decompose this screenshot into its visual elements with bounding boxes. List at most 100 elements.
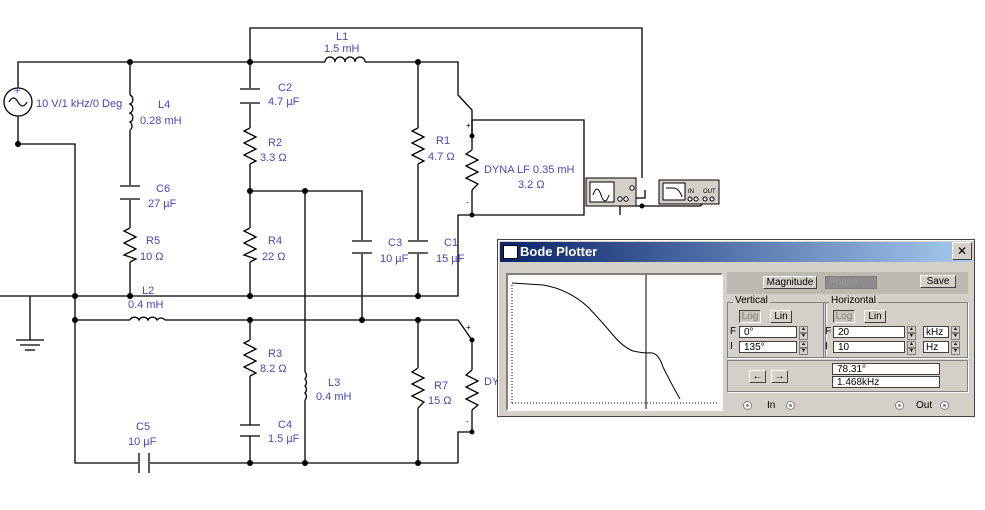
vertical-lin-button[interactable]: Lin [770, 310, 792, 323]
readout-group [727, 360, 968, 392]
horizontal-initial-unit-spinner[interactable]: ▲▼ [951, 341, 960, 355]
horizontal-initial-spinner[interactable]: ▲▼ [907, 341, 916, 355]
r2-resistor[interactable] [242, 127, 258, 165]
bode-plot-screen[interactable] [506, 273, 723, 411]
svg-text:-: - [466, 198, 469, 207]
r7-label: R7 [434, 380, 448, 392]
r5-value: 10 Ω [140, 251, 164, 263]
r5-resistor[interactable] [122, 227, 138, 263]
out-plus-terminal[interactable] [895, 401, 904, 410]
c5-label: C5 [136, 421, 150, 433]
bode-plotter-window[interactable]: Bode Plotter ✕ Magnitude Phase Save Vert… [497, 239, 975, 417]
r4-resistor[interactable] [242, 227, 258, 263]
in-plus-terminal[interactable] [743, 401, 752, 410]
vertical-log-button[interactable]: Log [739, 310, 761, 323]
source-label: 10 V/1 kHz/0 Deg [36, 98, 122, 110]
c3-value: 10 µF [380, 253, 409, 265]
horizontal-title: Horizontal [829, 295, 879, 306]
r7-value: 15 Ω [428, 395, 452, 407]
r4-value: 22 Ω [262, 251, 286, 263]
r4-label: R4 [268, 235, 282, 247]
c1-label: C1 [444, 237, 458, 249]
l2-inductor[interactable] [129, 316, 166, 322]
bode-in-label: IN [688, 189, 694, 195]
r1-value: 4.7 Ω [428, 151, 455, 163]
readout-value: 78.31° [832, 363, 940, 375]
horizontal-final-field[interactable]: 20 [833, 326, 905, 338]
svg-text:-: - [466, 417, 469, 426]
r3-resistor[interactable] [242, 339, 258, 377]
c2-capacitor[interactable] [240, 88, 260, 104]
in-minus-terminal[interactable] [786, 401, 795, 410]
l1-value: 1.5 mH [324, 43, 360, 55]
l4-inductor[interactable] [128, 94, 134, 131]
horizontal-lin-button[interactable]: Lin [864, 310, 886, 323]
c1-capacitor[interactable] [408, 240, 428, 254]
cursor-left-button[interactable]: ← [749, 370, 766, 383]
speaker-top-label: DYNA LF 0.35 mH [484, 164, 575, 176]
cursor-right-button[interactable]: → [771, 370, 788, 383]
phase-button[interactable]: Phase [825, 276, 877, 289]
junction-dots [15, 59, 645, 466]
oscilloscope-instrument[interactable] [585, 177, 637, 207]
l4-value: 0.28 mH [140, 115, 182, 127]
save-button[interactable]: Save [920, 275, 956, 288]
c5-capacitor[interactable] [138, 453, 150, 473]
c2-value: 4.7 µF [268, 96, 300, 108]
l4-label: L4 [158, 99, 170, 111]
out-label: Out [916, 400, 933, 411]
vertical-initial-field[interactable]: 135° [739, 341, 797, 353]
vertical-title: Vertical [733, 295, 770, 306]
horizontal-initial-field[interactable]: 10 [833, 341, 905, 353]
c3-capacitor[interactable] [352, 240, 372, 254]
ac-source[interactable]: + [3, 85, 33, 117]
vertical-i-label: I [730, 341, 733, 352]
l3-inductor[interactable] [304, 371, 308, 401]
close-button[interactable]: ✕ [952, 242, 972, 260]
in-label: In [767, 400, 776, 411]
r1-label: R1 [436, 135, 450, 147]
c5-value: 10 µF [128, 436, 157, 448]
horizontal-initial-unit[interactable]: Hz [923, 341, 949, 353]
horizontal-final-unit[interactable]: kHz [923, 326, 949, 338]
polarity-marks: +- +- [466, 121, 471, 426]
c2-label: C2 [278, 82, 292, 94]
horizontal-f-label: F [825, 326, 832, 337]
l1-label: L1 [336, 31, 348, 43]
speaker-bottom[interactable] [464, 369, 480, 411]
r5-label: R5 [146, 235, 160, 247]
r1-resistor[interactable] [410, 127, 426, 165]
vertical-final-field[interactable]: 0° [739, 326, 797, 338]
r2-value: 3.3 Ω [260, 152, 287, 164]
svg-text:+: + [466, 121, 471, 130]
horizontal-final-spinner[interactable]: ▲▼ [907, 326, 916, 340]
bode-titlebar[interactable]: Bode Plotter [500, 242, 972, 262]
horizontal-log-button[interactable]: Log [833, 310, 855, 323]
c6-label: C6 [156, 183, 170, 195]
svg-text:+: + [14, 85, 20, 97]
vertical-initial-spinner[interactable]: ▲▼ [799, 341, 808, 355]
c3-label: C3 [388, 237, 402, 249]
c4-value: 1.5 µF [268, 433, 300, 445]
speaker-bottom-label: DY [484, 376, 500, 388]
c6-capacitor[interactable] [120, 185, 140, 200]
l3-label: L3 [328, 377, 340, 389]
out-minus-terminal[interactable] [940, 401, 949, 410]
horizontal-group [823, 302, 968, 358]
vertical-group [727, 302, 826, 358]
c6-value: 27 µF [148, 198, 177, 210]
bode-plot-graph [511, 275, 718, 409]
c4-label: C4 [278, 419, 292, 431]
r7-resistor[interactable] [410, 367, 426, 409]
vertical-final-spinner[interactable]: ▲▼ [799, 326, 808, 340]
speaker-top[interactable] [464, 149, 480, 191]
horizontal-i-label: I [825, 341, 828, 352]
phase-curve [511, 282, 681, 400]
magnitude-button[interactable]: Magnitude [763, 276, 817, 289]
c4-capacitor[interactable] [240, 424, 260, 437]
bode-instrument[interactable] [658, 179, 720, 205]
l1-inductor[interactable] [324, 56, 366, 63]
horizontal-final-unit-spinner[interactable]: ▲▼ [951, 326, 960, 340]
r3-value: 8.2 Ω [260, 363, 287, 375]
